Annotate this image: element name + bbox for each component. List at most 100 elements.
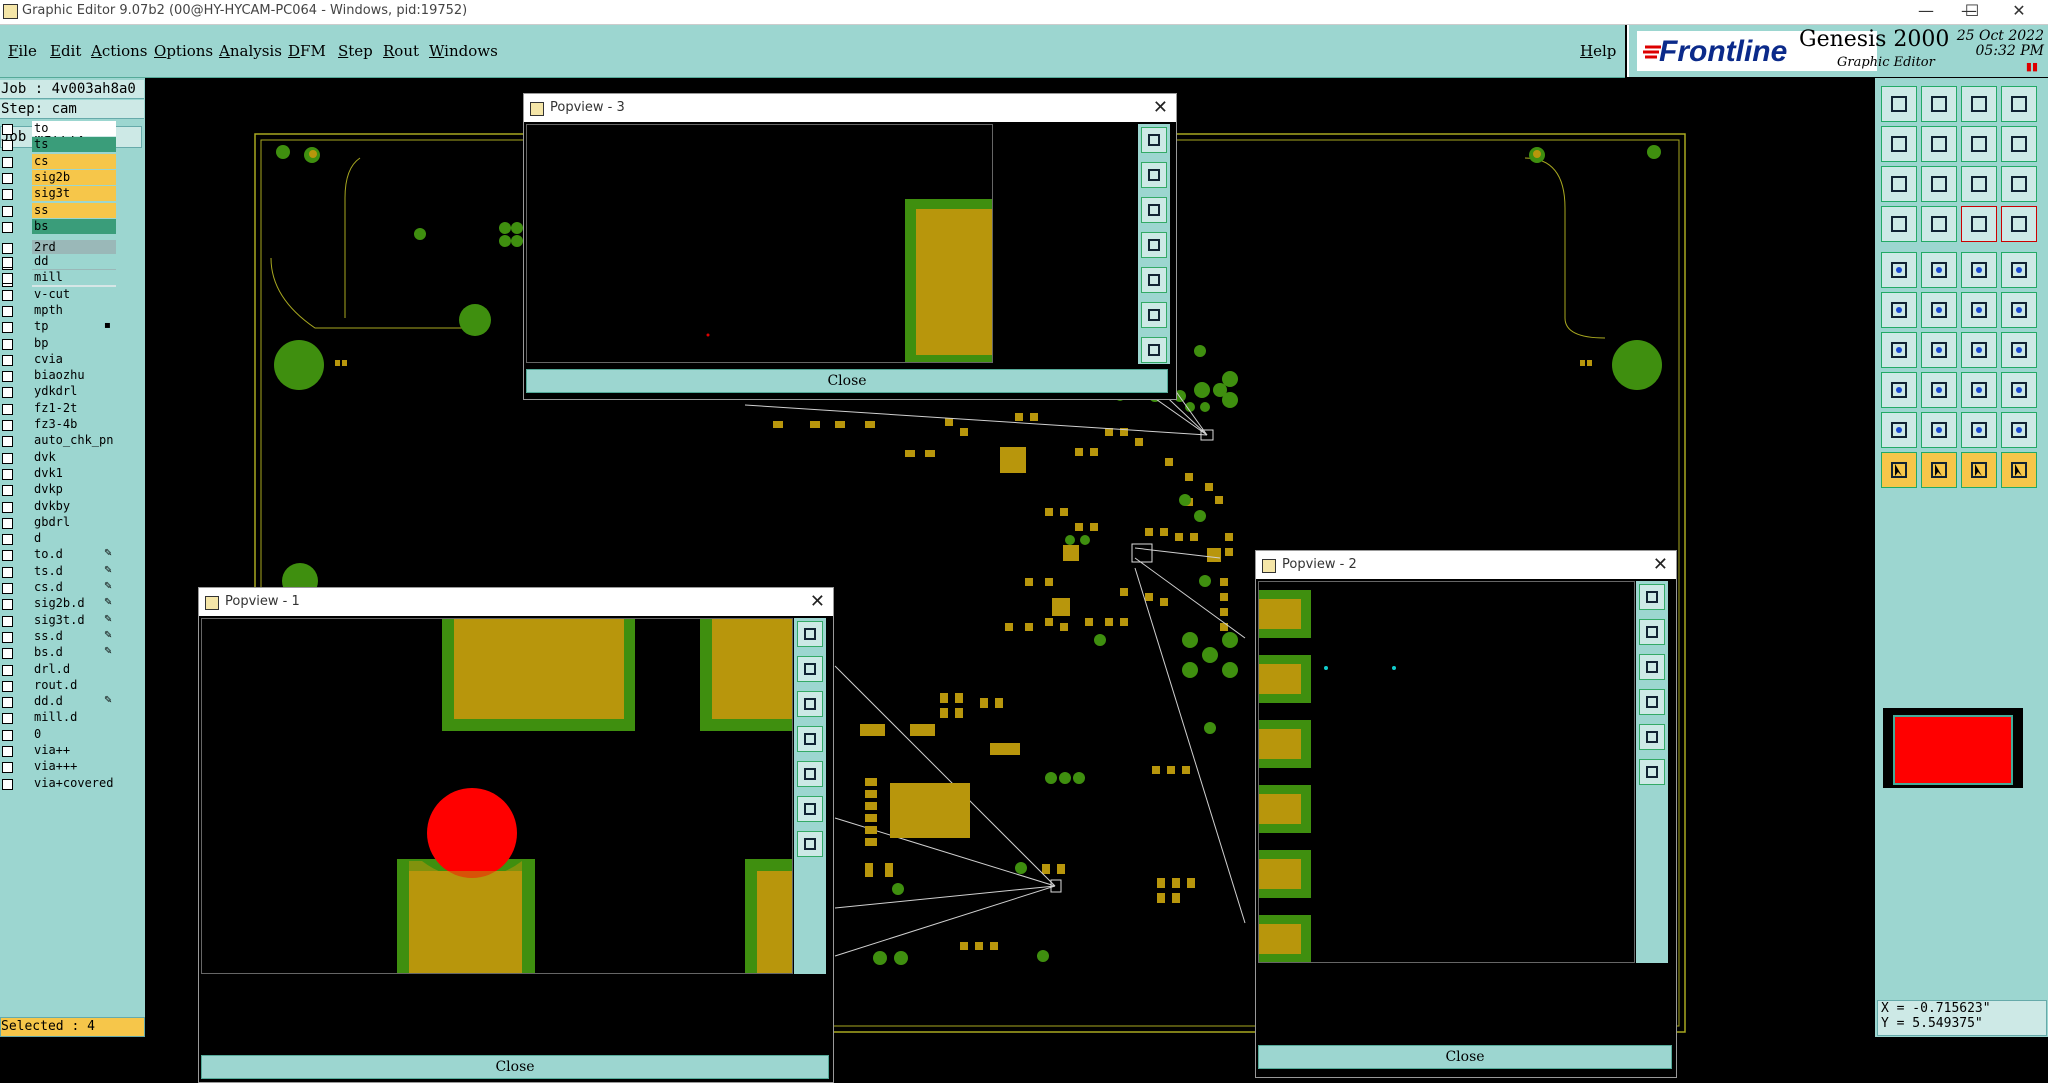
pointer-4-icon[interactable] (2001, 452, 2037, 488)
layer-name[interactable]: mill.d (32, 710, 116, 726)
layer-name[interactable]: bs.d (32, 645, 116, 661)
layer-name[interactable]: d (32, 531, 116, 547)
popview-zoom-in-icon[interactable] (1639, 619, 1665, 645)
distance-icon[interactable] (2001, 206, 2037, 242)
popview-3-view[interactable] (526, 124, 993, 363)
drill-icon[interactable] (1881, 372, 1917, 408)
layer-checkbox[interactable] (2, 243, 13, 254)
layer-checkbox[interactable] (2, 221, 13, 233)
dot-icon[interactable] (2001, 252, 2037, 288)
layer-name[interactable]: dvk1 (32, 465, 116, 481)
layer-name[interactable]: to (32, 121, 116, 136)
layer-name[interactable]: biaozhu (32, 368, 116, 384)
center-icon[interactable] (1921, 166, 1957, 202)
menu-file[interactable]: File (8, 42, 37, 60)
popview-pan-left-icon[interactable] (1639, 689, 1665, 715)
layer-name[interactable]: sig3t.d (32, 612, 116, 628)
layer-name[interactable]: dvk (32, 449, 116, 465)
layer-checkbox[interactable] (2, 387, 13, 399)
list-icon[interactable] (1881, 206, 1917, 242)
layer-row[interactable]: dvk (0, 449, 145, 466)
layer-checkbox[interactable] (2, 680, 13, 692)
layer-checkbox[interactable] (2, 124, 13, 135)
link-icon[interactable] (2001, 292, 2037, 328)
layer-row[interactable]: cs.d✎ (0, 580, 145, 596)
save-icon[interactable] (1921, 86, 1957, 122)
layer-name[interactable]: ydkdrl (32, 384, 116, 400)
layer-checkbox[interactable] (2, 534, 13, 546)
layer-row[interactable]: gbdrl (0, 514, 145, 531)
menu-options[interactable]: Options (154, 42, 214, 60)
home-icon[interactable] (1961, 86, 1997, 122)
layer-row[interactable]: ss.d✎ (0, 628, 145, 645)
diag-red-icon[interactable] (1921, 332, 1957, 368)
draw-icon[interactable] (1921, 252, 1957, 288)
layer-row[interactable]: mill (0, 270, 145, 286)
layer-checkbox[interactable] (2, 517, 13, 529)
layer-row[interactable]: bs.d✎ (0, 645, 145, 661)
layer-checkbox[interactable] (2, 322, 13, 334)
layer-checkbox[interactable] (2, 648, 13, 660)
layer-row[interactable]: 0 (0, 726, 145, 743)
layer-checkbox[interactable] (2, 371, 13, 383)
layer-name[interactable]: drl.d (32, 661, 116, 677)
popview-zoom-fit-icon[interactable] (797, 621, 823, 647)
popview-zoom-fit-icon[interactable] (1639, 584, 1665, 610)
layer-checkbox[interactable] (2, 289, 13, 301)
layer-row[interactable]: via+++ (0, 759, 145, 775)
layer-checkbox[interactable] (2, 778, 13, 790)
popview-center-icon[interactable] (1639, 759, 1665, 785)
popview-pan-right-icon[interactable] (1141, 267, 1167, 293)
layer-name[interactable]: cvia (32, 351, 116, 367)
layer-checkbox[interactable] (2, 631, 13, 643)
layer-checkbox[interactable] (2, 338, 13, 350)
minimize-button[interactable]: — (1961, 1, 1977, 20)
layer-checkbox[interactable] (2, 420, 13, 431)
popview-pan-right-icon[interactable] (797, 761, 823, 787)
layer-checkbox[interactable] (2, 566, 13, 578)
layer-row[interactable]: via++ (0, 743, 145, 759)
layer-row[interactable]: drl.d (0, 661, 145, 678)
dff-icon[interactable] (2001, 332, 2037, 368)
popview-redraw-icon[interactable] (797, 831, 823, 857)
layer-row[interactable]: biaozhu (0, 368, 145, 384)
layer-name[interactable]: sig2b (32, 169, 116, 185)
layer-checkbox[interactable] (2, 189, 13, 201)
layer-name[interactable]: 2rd (32, 240, 116, 255)
layer-row[interactable]: dd (0, 254, 145, 270)
layer-row[interactable]: mill.d (0, 710, 145, 726)
popview-2-titlebar[interactable]: Popview - 2 ✕ (1256, 551, 1676, 579)
popview-center-icon[interactable] (1141, 302, 1167, 328)
overview-map[interactable] (1883, 708, 2023, 788)
layer-name[interactable]: cs.d (32, 580, 116, 595)
popview-pan-left-icon[interactable] (797, 726, 823, 752)
layer-checkbox[interactable] (2, 550, 13, 562)
layer-name[interactable]: bp (32, 335, 116, 351)
layer-row[interactable]: sig3t.d✎ (0, 612, 145, 629)
layer-row[interactable]: auto_chk_pn (0, 433, 145, 449)
layer-name[interactable]: dd.d (32, 694, 116, 710)
pin-icon[interactable] (1881, 252, 1917, 288)
layer-row[interactable]: fz3-4b (0, 417, 145, 433)
layer-row[interactable]: mpth (0, 302, 145, 319)
layer-checkbox[interactable] (2, 468, 13, 480)
open-icon[interactable] (1881, 86, 1917, 122)
zoom-1-2-icon[interactable] (1961, 166, 1997, 202)
triangle-4-icon[interactable] (2001, 412, 2037, 448)
popview-zoom-fit-icon[interactable] (1141, 127, 1167, 153)
layer-checkbox[interactable] (2, 403, 13, 415)
pointer-3-icon[interactable] (1961, 452, 1997, 488)
layer-row[interactable]: dd.d✎ (0, 694, 145, 710)
layer-checkbox[interactable] (2, 452, 13, 464)
layer-name[interactable]: bs (32, 218, 116, 234)
layer-checkbox[interactable] (2, 762, 13, 774)
layer-row[interactable]: d (0, 531, 145, 547)
layer-name[interactable]: via+++ (32, 759, 116, 775)
triangle-2-icon[interactable] (1921, 412, 1957, 448)
layer-checkbox[interactable] (2, 615, 13, 627)
connect-icon[interactable] (1961, 292, 1997, 328)
graphic-canvas[interactable]: Popview - 3 ✕ Close Popview - 2 ✕ (145, 78, 1875, 1083)
layer-row[interactable]: bp (0, 335, 145, 352)
popview-2-view[interactable] (1258, 581, 1635, 963)
layer-name[interactable]: mill (32, 270, 116, 286)
